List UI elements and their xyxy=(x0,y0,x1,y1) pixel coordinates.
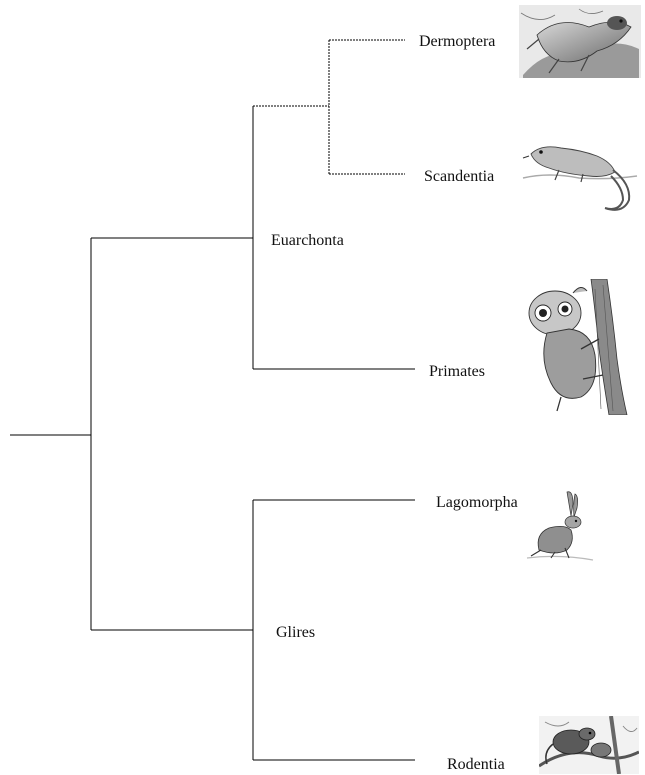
treeshrew-illustration xyxy=(519,138,639,218)
taxon-label-scandentia: Scandentia xyxy=(424,168,494,185)
clade-label-euarchonta: Euarchonta xyxy=(271,232,344,249)
taxon-label-primates: Primates xyxy=(429,363,485,380)
rodent-illustration xyxy=(539,716,639,774)
tarsier-illustration xyxy=(521,279,629,415)
taxon-label-rodentia: Rodentia xyxy=(447,756,505,773)
colugo-illustration xyxy=(519,5,641,78)
taxon-label-lagomorpha: Lagomorpha xyxy=(436,494,518,511)
clade-label-glires: Glires xyxy=(276,624,315,641)
taxon-label-dermoptera: Dermoptera xyxy=(419,33,495,50)
hare-illustration xyxy=(525,490,595,568)
